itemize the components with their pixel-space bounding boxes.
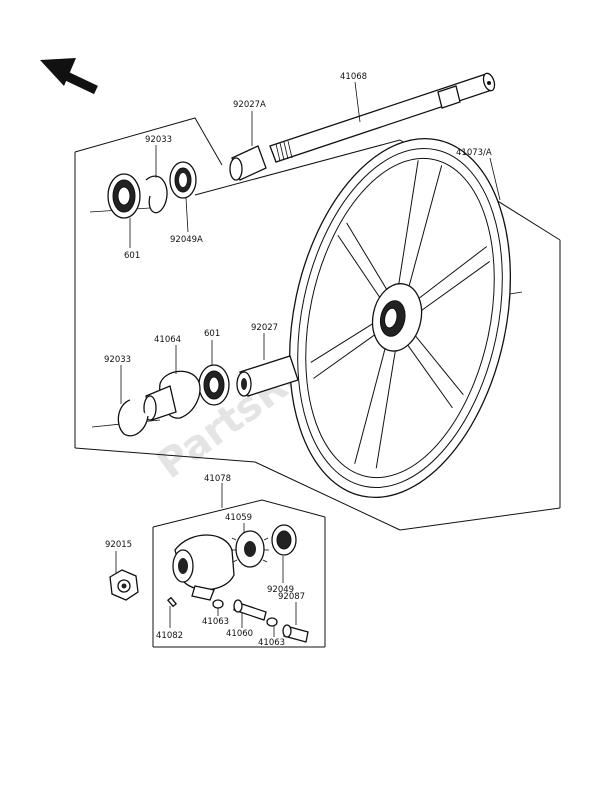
- label-92027: 92027: [251, 323, 278, 333]
- speedometer-gear: [231, 530, 269, 568]
- label-92087: 92087: [278, 592, 305, 602]
- label-92033-mid: 92033: [104, 355, 131, 365]
- axle-nut: [109, 569, 139, 601]
- label-41063-b: 41063: [258, 638, 285, 648]
- bearing-mid: [198, 364, 230, 406]
- label-601-top: 601: [124, 251, 140, 261]
- label-92049a: 92049A: [170, 235, 203, 245]
- label-41068: 41068: [340, 72, 367, 82]
- label-41078: 41078: [204, 474, 231, 484]
- label-92033-top: 92033: [145, 135, 172, 145]
- speedometer-gear-retainer: [143, 370, 201, 421]
- circlip-top: [145, 175, 168, 214]
- label-601-mid: 601: [204, 329, 220, 339]
- label-92027a: 92027A: [233, 100, 266, 110]
- gear-housing: [172, 534, 235, 601]
- label-41082: 41082: [156, 631, 183, 641]
- oil-seal-bottom: [271, 524, 297, 556]
- label-41063-a: 41063: [202, 617, 229, 627]
- label-41059: 41059: [225, 513, 252, 523]
- washer-a: [212, 599, 224, 609]
- label-92015: 92015: [105, 540, 132, 550]
- pin: [166, 596, 178, 608]
- label-41060: 41060: [226, 629, 253, 639]
- front-direction-arrow-icon: [40, 58, 98, 95]
- bushing: [282, 624, 309, 643]
- axle-collar-top: [229, 145, 267, 181]
- pinion-gear-shaft: [233, 599, 267, 621]
- oil-seal-top: [169, 161, 197, 199]
- washer-b: [266, 617, 278, 627]
- label-41073a: 41073/A: [456, 148, 492, 158]
- circlip-mid: [117, 399, 149, 437]
- gear-assembly-frame: [152, 499, 326, 648]
- bearing-top: [107, 173, 141, 219]
- label-41064: 41064: [154, 335, 181, 345]
- label-92049: 92049: [267, 585, 294, 595]
- cast-wheel: [288, 137, 512, 499]
- front-axle: [269, 72, 496, 163]
- axle-collar-mid: [236, 355, 299, 397]
- leader-lines: [115, 81, 501, 637]
